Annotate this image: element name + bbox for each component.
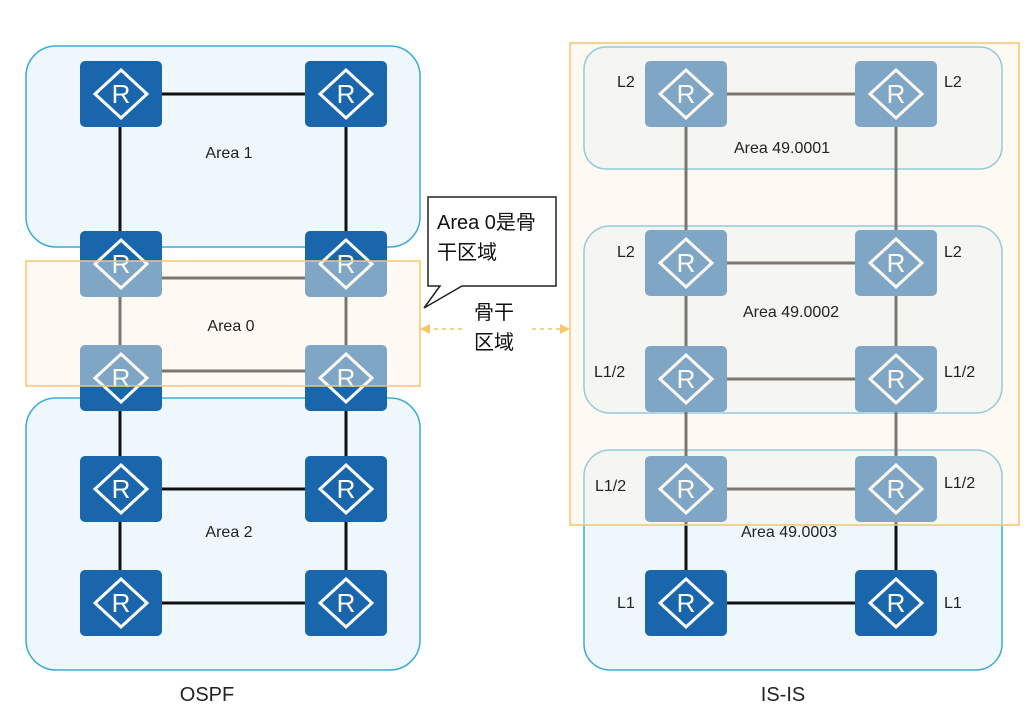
ospf-area-0-label: Area 0: [207, 318, 255, 335]
router-icon: [853, 568, 939, 638]
ospf-area-2-label: Area 2: [205, 524, 253, 541]
backbone-arrow-line-1: 骨干: [474, 302, 514, 324]
isis-backbone-region: [569, 42, 1020, 526]
isis-level-label: L2: [617, 74, 635, 91]
isis-level-label: L1/2: [595, 478, 627, 495]
router-icon: [303, 454, 389, 524]
callout-bubble: [423, 196, 557, 309]
arrow-left-icon: [420, 324, 430, 334]
isis-area-49-0002-label: Area 49.0002: [742, 304, 840, 321]
router-icon: [78, 59, 164, 129]
router-icon: [303, 568, 389, 638]
router-icon: [78, 568, 164, 638]
router-icon: [78, 454, 164, 524]
isis-area-49-0003-label: Area 49.0003: [740, 524, 838, 541]
arrow-right-icon: [560, 324, 570, 334]
isis-level-label: L2: [617, 244, 635, 261]
isis-level-label: L1: [944, 595, 962, 612]
backbone-arrow-line-2: 区域: [474, 332, 514, 354]
callout-text: Area 0是骨 干区域: [437, 208, 536, 268]
isis-level-label: L1: [617, 595, 635, 612]
backbone-arrow-text: 骨干 区域: [474, 298, 514, 358]
ospf-area-0-region: [25, 260, 421, 387]
router-icon: [643, 568, 729, 638]
isis-level-label: L1/2: [944, 475, 976, 492]
callout-line-1: Area 0是骨: [437, 212, 536, 234]
ospf-title: OSPF: [179, 684, 235, 706]
isis-area-49-0001-label: Area 49.0001: [733, 140, 831, 157]
router-icon: [303, 59, 389, 129]
isis-level-label: L2: [944, 244, 962, 261]
isis-level-label: L1/2: [944, 364, 976, 381]
isis-level-label: L1/2: [594, 364, 626, 381]
callout-line-2: 干区域: [437, 242, 497, 264]
isis-level-label: L2: [944, 74, 962, 91]
ospf-area-1-label: Area 1: [205, 145, 253, 162]
isis-title: IS-IS: [760, 684, 806, 706]
